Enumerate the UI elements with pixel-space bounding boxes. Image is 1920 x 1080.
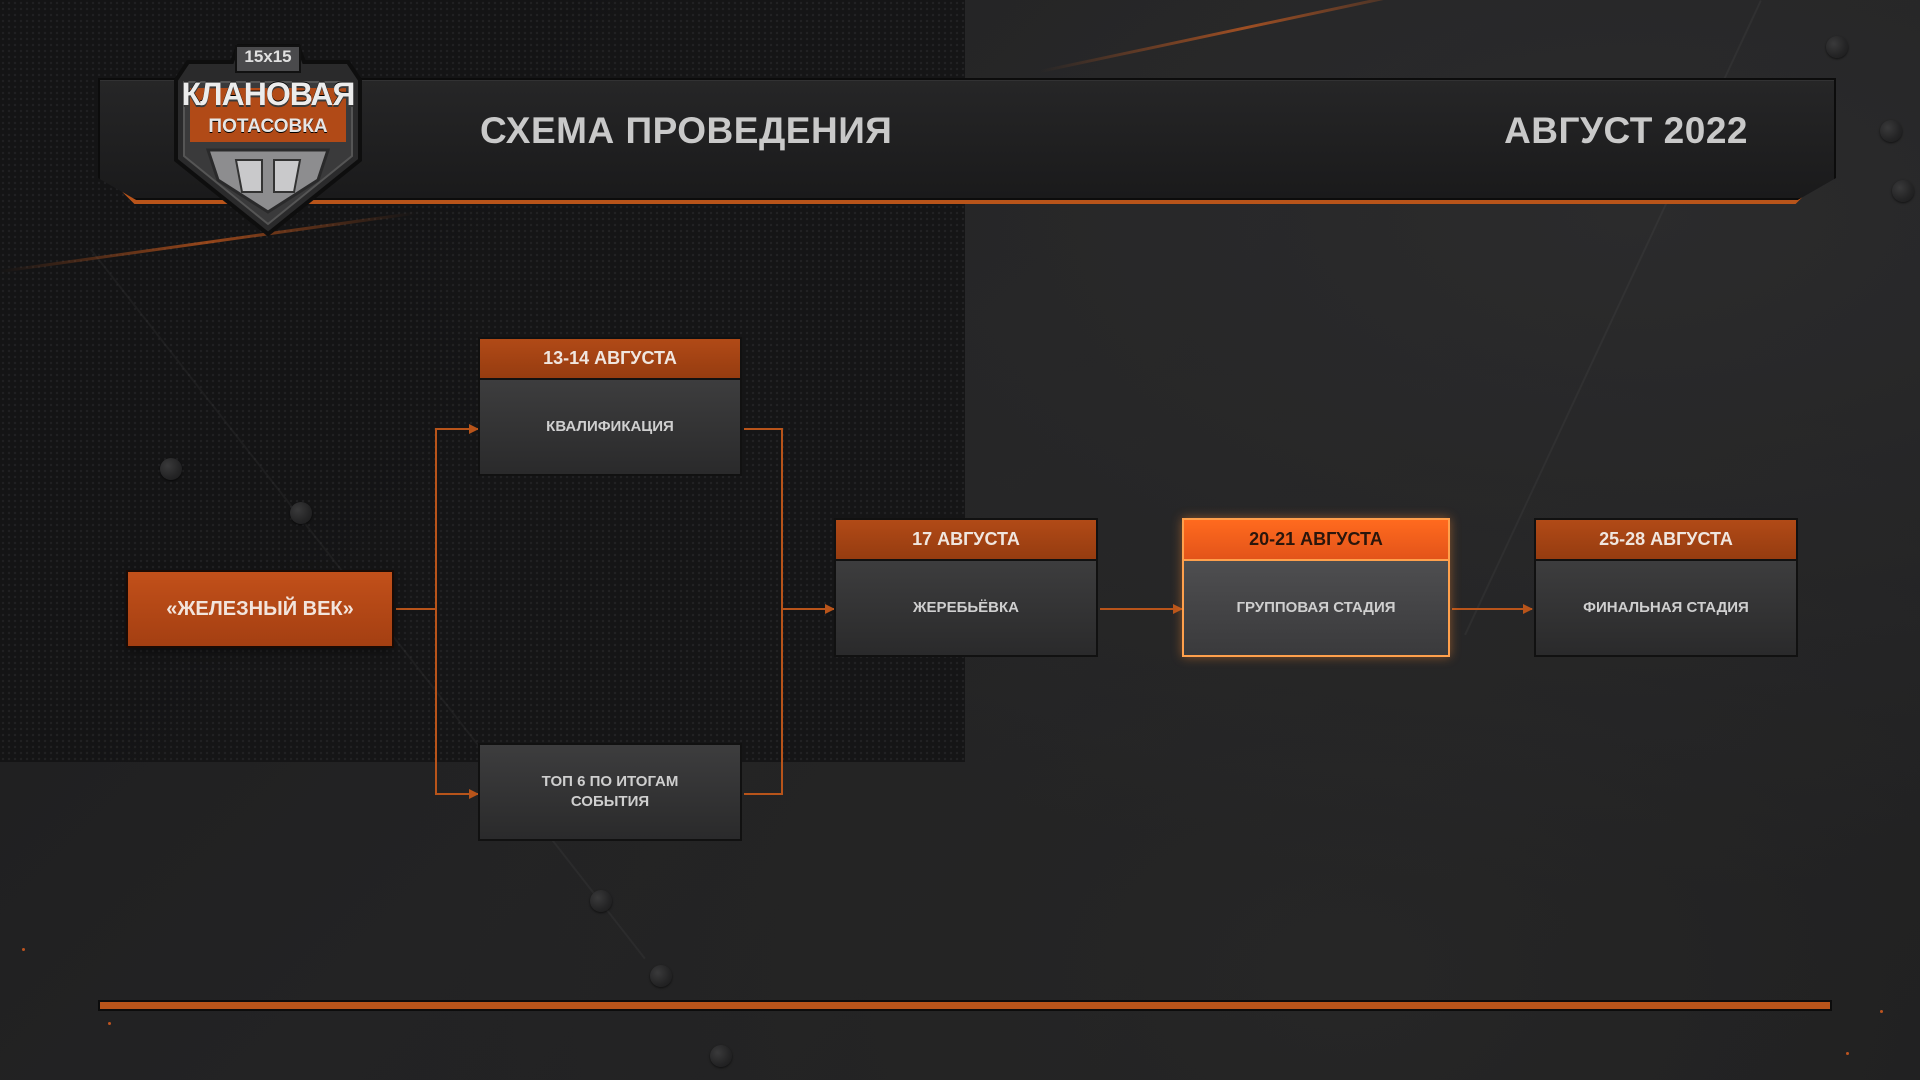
logo-title: КЛАНОВАЯ [181, 76, 356, 112]
logo-subtitle: ПОТАСОВКА [208, 116, 328, 137]
stage-group: 20-21 АВГУСТА ГРУППОВАЯ СТАДИЯ [1182, 518, 1450, 657]
shield-icon [174, 44, 362, 237]
stage-label: ГРУППОВАЯ СТАДИЯ [1182, 559, 1450, 657]
logo-badge: 15x15 [244, 47, 292, 66]
stage-final: 25-28 АВГУСТА ФИНАЛЬНАЯ СТАДИЯ [1534, 518, 1798, 657]
stage-label: ТОП 6 ПО ИТОГАМ СОБЫТИЯ [478, 743, 742, 841]
stage-date: 17 АВГУСТА [834, 518, 1098, 559]
stage-qualification: 13-14 АВГУСТА КВАЛИФИКАЦИЯ [478, 337, 742, 476]
footer-accent-line [100, 1002, 1830, 1009]
rivet [1880, 120, 1902, 142]
ember-particle [22, 948, 25, 951]
stage-top6: ТОП 6 ПО ИТОГАМ СОБЫТИЯ [478, 743, 742, 841]
stage-label: КВАЛИФИКАЦИЯ [478, 378, 742, 476]
stage-date: 20-21 АВГУСТА [1182, 518, 1450, 559]
connector-to-qualification [435, 424, 479, 609]
clan-brawl-logo: 15x15 КЛАНОВАЯ ПОТАСОВКА [168, 42, 368, 238]
ember-particle [1846, 1052, 1849, 1055]
stage-date: 13-14 АВГУСТА [478, 337, 742, 378]
connector-top6-out [744, 609, 783, 795]
rivet [590, 890, 612, 912]
stage-label: ФИНАЛЬНАЯ СТАДИЯ [1534, 559, 1798, 657]
rivet [1826, 36, 1848, 58]
connector-to-top6 [435, 609, 479, 799]
event-date: АВГУСТ 2022 [1504, 110, 1748, 151]
ember-particle [108, 1022, 111, 1025]
stage-date: 25-28 АВГУСТА [1534, 518, 1798, 559]
stage-draw: 17 АВГУСТА ЖЕРЕБЬЁВКА [834, 518, 1098, 657]
connector-qualification-out [744, 428, 783, 609]
start-event-box: «ЖЕЛЕЗНЫЙ ВЕК» [128, 572, 392, 646]
ember-particle [1880, 1010, 1883, 1013]
rivet [160, 458, 182, 480]
rivet [290, 502, 312, 524]
page-title: СХЕМА ПРОВЕДЕНИЯ [480, 110, 893, 151]
header-bar [98, 78, 1836, 200]
rivet [1892, 180, 1914, 202]
stage-label: ЖЕРЕБЬЁВКА [834, 559, 1098, 657]
rivet [710, 1045, 732, 1067]
rivet [650, 965, 672, 987]
